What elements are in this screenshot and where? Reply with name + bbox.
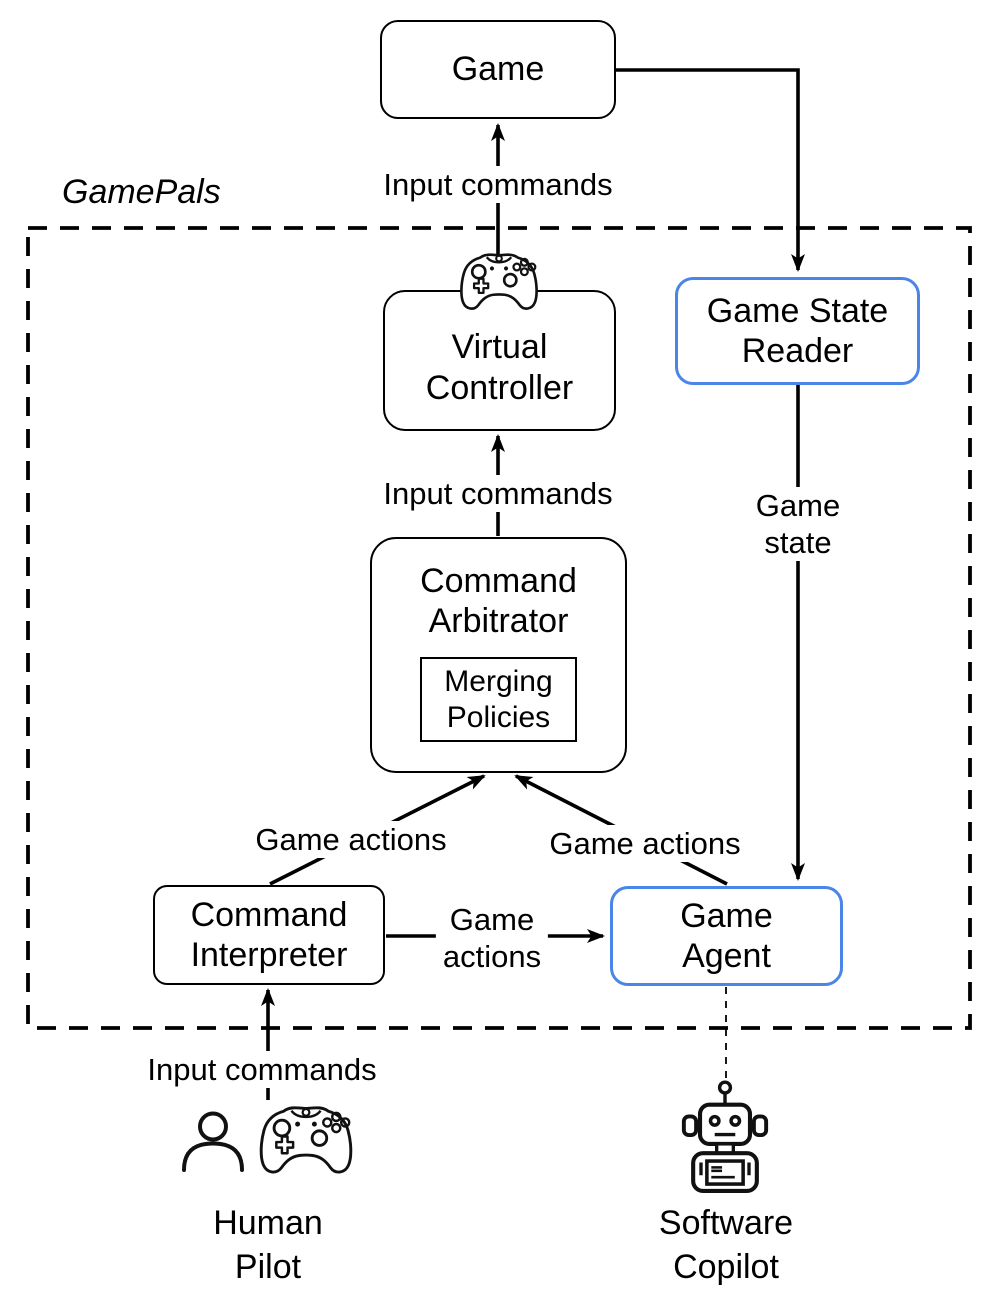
game-agent-node: Game Agent	[610, 886, 843, 986]
edge-label-game-actions-left: Game actions	[248, 821, 454, 859]
edge-label-input-commands-top: Input commands	[376, 166, 620, 204]
merging-policies-node: Merging Policies	[420, 657, 577, 743]
merging-policies-label: Merging Policies	[444, 664, 553, 734]
game-agent-label: Game Agent	[680, 896, 773, 975]
command-arbitrator-label: Command Arbitrator	[420, 562, 577, 641]
gamepals-boundary-box	[26, 226, 972, 1030]
edge-label-game-actions-mid: Game actions	[435, 901, 549, 976]
robot-icon	[681, 1080, 769, 1193]
game-state-reader-node: Game State Reader	[675, 277, 920, 385]
edge-game-to-game-state-reader	[615, 68, 805, 272]
edge-label-game-state: Game state	[748, 487, 848, 562]
edge-label-input-commands-mid: Input commands	[376, 475, 620, 513]
virtual-controller-label: Virtual Controller	[425, 328, 574, 407]
gamepad-icon	[460, 253, 538, 310]
game-state-reader-label: Game State Reader	[706, 291, 889, 370]
game-node-label: Game	[451, 50, 545, 89]
gamepad-icon	[259, 1106, 353, 1174]
command-arbitrator-node: Command Arbitrator Merging Policies	[370, 537, 627, 773]
edge-label-game-actions-right: Game actions	[542, 825, 748, 863]
command-interpreter-label: Command Interpreter	[190, 895, 348, 974]
software-copilot-label: Software Copilot	[658, 1204, 794, 1286]
human-pilot-label: Human Pilot	[213, 1204, 323, 1286]
game-node: Game	[380, 20, 616, 119]
command-interpreter-node: Command Interpreter	[153, 885, 385, 985]
edge-label-input-commands-bottom: Input commands	[140, 1051, 384, 1089]
gamepals-system-label: GamePals	[62, 173, 221, 211]
person-icon	[182, 1111, 244, 1172]
